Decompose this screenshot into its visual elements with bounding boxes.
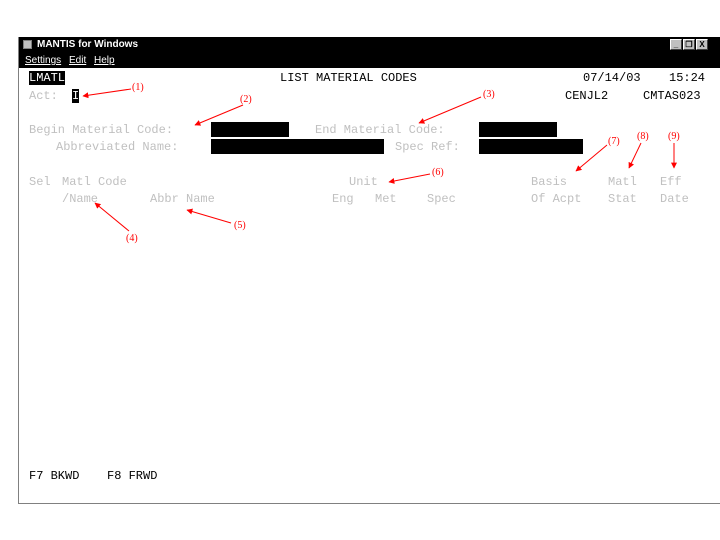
col-of-acpt: Of Acpt xyxy=(531,192,582,206)
callout-5: (5) xyxy=(234,220,246,231)
f8-forward-key[interactable]: F8 FRWD xyxy=(107,469,158,483)
col-matl: Matl xyxy=(608,175,637,189)
app-icon xyxy=(23,40,32,49)
act-input[interactable]: I xyxy=(72,89,80,103)
arrow-1 xyxy=(82,88,132,99)
arrow-3 xyxy=(418,96,482,124)
callout-4: (4) xyxy=(126,233,138,244)
minimize-button[interactable]: _ xyxy=(670,39,682,50)
col-abbr-name: Abbr Name xyxy=(150,192,215,206)
col-stat: Stat xyxy=(608,192,637,206)
title-bar[interactable]: MANTIS for Windows _ ❐ X xyxy=(19,37,720,53)
col-eng: Eng xyxy=(332,192,354,206)
arrow-6 xyxy=(388,173,431,184)
screen-id: LMATL xyxy=(29,71,66,85)
callout-6: (6) xyxy=(432,167,444,178)
callout-7: (7) xyxy=(608,136,620,147)
abbr-name-input[interactable] xyxy=(211,139,384,154)
col-basis: Basis xyxy=(531,175,568,189)
arrow-8 xyxy=(628,142,642,169)
col-date: Date xyxy=(660,192,689,206)
col-unit: Unit xyxy=(349,175,378,189)
spec-ref-input[interactable] xyxy=(479,139,583,154)
menu-bar: Settings Edit Help xyxy=(19,53,720,68)
col-met: Met xyxy=(375,192,397,206)
callout-2: (2) xyxy=(240,94,252,105)
arrow-5 xyxy=(186,208,232,224)
act-label: Act: xyxy=(29,89,58,103)
col-sel: Sel xyxy=(29,175,51,189)
col-name: /Name xyxy=(62,192,99,206)
menu-edit[interactable]: Edit xyxy=(69,55,87,66)
restore-button[interactable]: ❐ xyxy=(683,39,695,50)
arrow-4 xyxy=(94,202,130,232)
callout-1: (1) xyxy=(132,82,144,93)
end-code-label: End Material Code: xyxy=(315,123,445,137)
program-id: CMTAS023 xyxy=(643,89,701,103)
screen-time: 15:24 xyxy=(669,71,706,85)
abbr-name-label: Abbreviated Name: xyxy=(56,140,179,154)
callout-9: (9) xyxy=(668,131,680,142)
callout-arrows xyxy=(82,88,677,232)
screen-title: LIST MATERIAL CODES xyxy=(280,71,417,85)
screen-date: 07/14/03 xyxy=(583,71,641,85)
mantis-window: MANTIS for Windows _ ❐ X Settings Edit H… xyxy=(18,37,720,504)
end-code-input[interactable] xyxy=(479,122,557,137)
close-button[interactable]: X xyxy=(696,39,708,50)
spec-ref-label: Spec Ref: xyxy=(395,140,460,154)
menu-help[interactable]: Help xyxy=(94,55,115,66)
begin-code-label: Begin Material Code: xyxy=(29,123,174,137)
callout-8: (8) xyxy=(637,131,649,142)
col-matl-code: Matl Code xyxy=(62,175,127,189)
col-spec: Spec xyxy=(427,192,456,206)
window-title: MANTIS for Windows xyxy=(37,39,139,50)
user-id: CENJL2 xyxy=(565,89,609,103)
col-eff: Eff xyxy=(660,175,682,189)
f7-backward-key[interactable]: F7 BKWD xyxy=(29,469,80,483)
callout-3: (3) xyxy=(483,89,495,100)
menu-settings[interactable]: Settings xyxy=(25,55,62,66)
begin-code-input[interactable] xyxy=(211,122,289,137)
